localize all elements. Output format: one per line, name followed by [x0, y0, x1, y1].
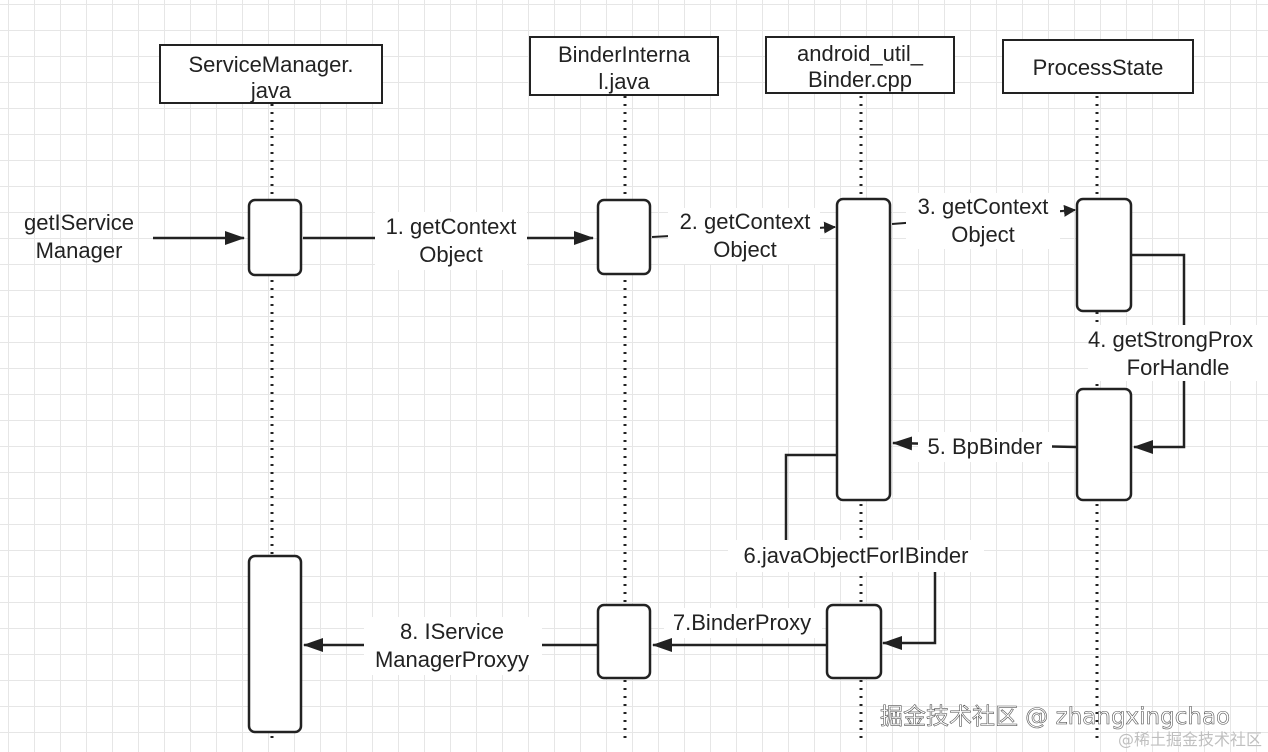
activation-binder-internal-1 [596, 198, 652, 276]
participant-label-line1: BinderInterna [558, 42, 691, 67]
participant-label-line1: android_util_ [797, 41, 924, 66]
participant-service-manager: ServiceManager. java [159, 44, 383, 104]
watermark-main: 掘金技术社区 @ zhangxingchao [880, 704, 1230, 730]
msg-label-2-line2: Object [713, 237, 777, 262]
participant-process-state: ProcessState [1002, 39, 1194, 94]
activation-process-state-2 [1075, 387, 1133, 502]
activation-service-manager-1 [247, 198, 303, 277]
msg-label-8-line1: 8. IService [400, 619, 504, 644]
label-bg-msg-6 [728, 540, 984, 572]
msg-label-8-line2: ManagerProxyy [375, 647, 529, 672]
msg-label-get-iservice-manager-line2: Manager [36, 238, 123, 263]
participant-label-line2: Binder.cpp [808, 67, 912, 92]
label-bg-msg-2 [668, 208, 820, 264]
activation-android-util-binder-1 [835, 197, 892, 502]
label-bg-msg-7 [664, 608, 822, 638]
msg-label-3-line2: Object [951, 222, 1015, 247]
participant-label: ProcessState [1033, 55, 1164, 80]
msg-label-4-line1: 4. getStrongProx [1088, 327, 1253, 352]
activation-service-manager-2 [247, 554, 303, 734]
msg-label-get-iservice-manager-line1: getIService [24, 210, 134, 235]
activation-binder-internal-2 [596, 603, 652, 680]
watermark-sub: @稀土掘金技术社区 [1118, 730, 1262, 749]
msg-label-1-line1: 1. getContext [386, 214, 517, 239]
label-bg-msg-1 [375, 212, 527, 270]
activation-android-util-binder-2 [825, 603, 883, 680]
label-bg-msg-4 [1088, 325, 1268, 381]
msg-label-6: 6.javaObjectForIBinder [744, 543, 969, 568]
participant-binder-internal: BinderInterna l.java [529, 36, 719, 96]
msg-label-4-line2: ForHandle [1127, 355, 1230, 380]
activation-process-state-1 [1075, 197, 1133, 313]
msg-label-1-line2: Object [419, 242, 483, 267]
arrow-msg-6-out [784, 453, 837, 540]
msg-label-3-line1: 3. getContext [918, 194, 1049, 219]
label-bg-msg-5 [918, 432, 1052, 462]
arrow-msg-6-in [882, 572, 937, 650]
participant-label-line1: ServiceManager. [188, 52, 353, 77]
participant-label-line2: l.java [598, 69, 650, 94]
participant-label-line2: java [250, 78, 292, 103]
msg-label-2-line1: 2. getContext [680, 209, 811, 234]
label-bg-msg-8 [364, 617, 542, 675]
msg-label-7: 7.BinderProxy [673, 610, 811, 635]
participant-android-util-binder: android_util_ Binder.cpp [765, 36, 955, 94]
label-bg-msg-3 [906, 193, 1060, 249]
msg-label-5: 5. BpBinder [928, 434, 1043, 459]
